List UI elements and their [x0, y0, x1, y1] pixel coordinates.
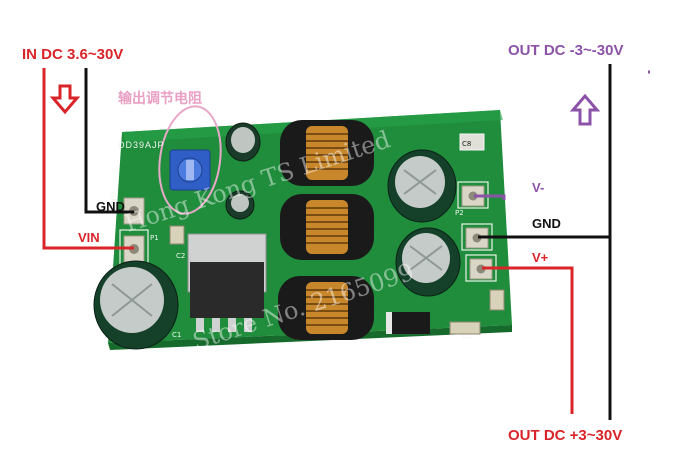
svg-text:C5: C5 [462, 332, 471, 340]
adjust-highlight-ellipse [158, 105, 222, 215]
small-capacitors [225, 122, 261, 220]
gnd-left-label: GND [96, 199, 125, 214]
v-minus-label: V- [532, 180, 545, 195]
svg-text:C8: C8 [462, 140, 471, 148]
gnd-left-wire [84, 68, 134, 214]
up-arrow-icon [569, 93, 601, 126]
v-plus-label: V+ [532, 250, 549, 265]
svg-text:C1: C1 [172, 331, 181, 339]
smd-components [169, 225, 505, 335]
gnd-right-label: GND [532, 216, 561, 231]
adjust-resistor-note: 输出调节电阻 [118, 91, 202, 107]
output-capacitors [387, 149, 461, 297]
svg-text:P1: P1 [150, 234, 159, 242]
vin-label: VIN [78, 230, 100, 245]
wires [42, 64, 650, 420]
negative-output-label: OUT DC -3~-30V [508, 42, 624, 59]
inductors [278, 120, 374, 340]
input-capacitor [93, 260, 179, 350]
input-voltage-label: IN DC 3.6~30V [22, 46, 124, 63]
svg-text:C2: C2 [176, 252, 185, 260]
svg-text:P2: P2 [455, 209, 464, 217]
positive-output-label: OUT DC +3~30V [508, 427, 623, 444]
vin-wire [42, 68, 134, 250]
trimmer-potentiometer [169, 149, 211, 191]
power-ic [187, 233, 267, 332]
smd-part-c8 [459, 133, 485, 151]
down-arrow-icon [49, 84, 81, 115]
v-plus-wire [482, 266, 574, 414]
svg-text:GND: GND [108, 192, 117, 210]
board-model-silkscreen: DD39AJP [118, 140, 165, 150]
